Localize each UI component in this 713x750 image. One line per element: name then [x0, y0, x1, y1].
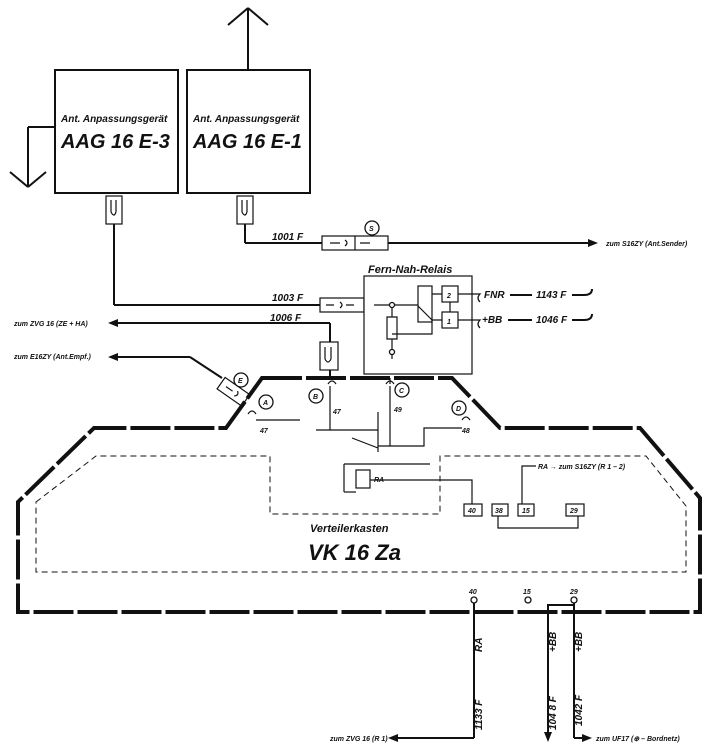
terminal-block-38: 38	[491, 503, 509, 517]
connector-b: B 47	[308, 380, 344, 431]
aag3-label1: Ant. Anpassungsgerät	[60, 114, 168, 125]
pin-48: 48	[461, 428, 470, 435]
bottom-terminal-15: 15	[523, 589, 532, 604]
bottom-terminal-29: 29	[569, 589, 578, 604]
connector-1006	[319, 341, 339, 371]
signal-bb-out2: +BB	[574, 632, 585, 652]
vk-internal-wiring: RA	[329, 378, 579, 529]
pin-47a: 47	[259, 428, 269, 435]
aag-16e1-box	[186, 69, 311, 194]
connector-b-letter: B	[313, 394, 318, 401]
vk-housing-outline	[16, 376, 702, 614]
dest-zvg16-r1: zum ZVG 16 (R 1)	[329, 736, 388, 743]
cable-1048-label: 104 8 F	[548, 695, 559, 730]
signal-fnr: FNR	[484, 290, 505, 301]
signal-bb1: +BB	[482, 315, 502, 326]
relay-contact-2: 2	[446, 293, 451, 300]
signal-bb-out1: +BB	[548, 632, 559, 652]
antenna-icon-top	[227, 7, 269, 70]
terminal-15: 15	[522, 508, 530, 515]
bottom-pin-40: 40	[468, 589, 477, 596]
relay-internals: 2 1	[374, 285, 472, 359]
vk-name: VK 16 Za	[308, 540, 401, 565]
terminal-block-29: 29	[565, 503, 585, 517]
cable-1133-label: 1133 F	[474, 699, 485, 730]
relay-contact-1: 1	[447, 319, 451, 326]
connector-a: A 47	[247, 394, 300, 435]
connector-e-letter: E	[238, 378, 243, 385]
vk-inner-outline	[35, 455, 687, 573]
connector-c-letter: C	[399, 388, 405, 395]
pin-49: 49	[393, 407, 402, 414]
vk-title: Verteilerkasten	[310, 523, 389, 535]
terminal-29: 29	[569, 508, 578, 515]
bottom-pin-15: 15	[523, 589, 531, 596]
relay-title: Fern-Nah-Relais	[368, 264, 452, 276]
aag-16e3-box	[54, 69, 179, 194]
connector-1003	[319, 297, 365, 313]
cable-1006-label: 1006 F	[270, 313, 302, 324]
terminal-block-15: 15	[517, 503, 535, 517]
dest-zvg16: zum ZVG 16 (ZE + HA)	[13, 321, 88, 328]
connector-s: S	[321, 220, 389, 251]
bottom-pin-29: 29	[569, 589, 578, 596]
connector-d-letter: D	[456, 406, 461, 413]
connector-d: D 48	[451, 400, 471, 435]
cable-1042-label: 1042 F	[574, 694, 585, 726]
cable-1046-label: 1046 F	[536, 315, 568, 326]
aag3-connector	[105, 195, 123, 305]
aag1-label1: Ant. Anpassungsgerät	[192, 114, 300, 125]
terminal-40: 40	[467, 508, 476, 515]
aag1-label2: AAG 16 E-1	[192, 131, 302, 153]
dest-e16zy: zum E16ZY (Ant.Empf.)	[13, 354, 92, 361]
signal-ra-out: RA	[474, 638, 485, 652]
connector-s-letter: S	[369, 226, 374, 233]
antenna-icon-left	[9, 126, 55, 188]
aag1-connector	[236, 195, 254, 243]
dest-uf17: zum UF17 (⊕ – Bordnetz)	[595, 736, 680, 743]
cable-1001-label: 1001 F	[272, 232, 304, 243]
aag3-label2: AAG 16 E-3	[60, 131, 170, 153]
pin-47b: 47	[332, 409, 342, 416]
bottom-terminal-40: 40	[468, 589, 478, 604]
signal-ra-s16zy: RA → zum S16ZY (R 1 – 2)	[538, 464, 626, 471]
terminal-38: 38	[495, 508, 503, 515]
connector-a-letter: A	[262, 400, 268, 407]
cable-1143-label: 1143 F	[536, 290, 567, 301]
dest-s16zy: zum S16ZY (Ant.Sender)	[605, 241, 688, 248]
connector-c: C 49	[385, 380, 410, 446]
cable-1003-label: 1003 F	[272, 293, 304, 304]
terminal-block-40: 40	[463, 503, 483, 517]
